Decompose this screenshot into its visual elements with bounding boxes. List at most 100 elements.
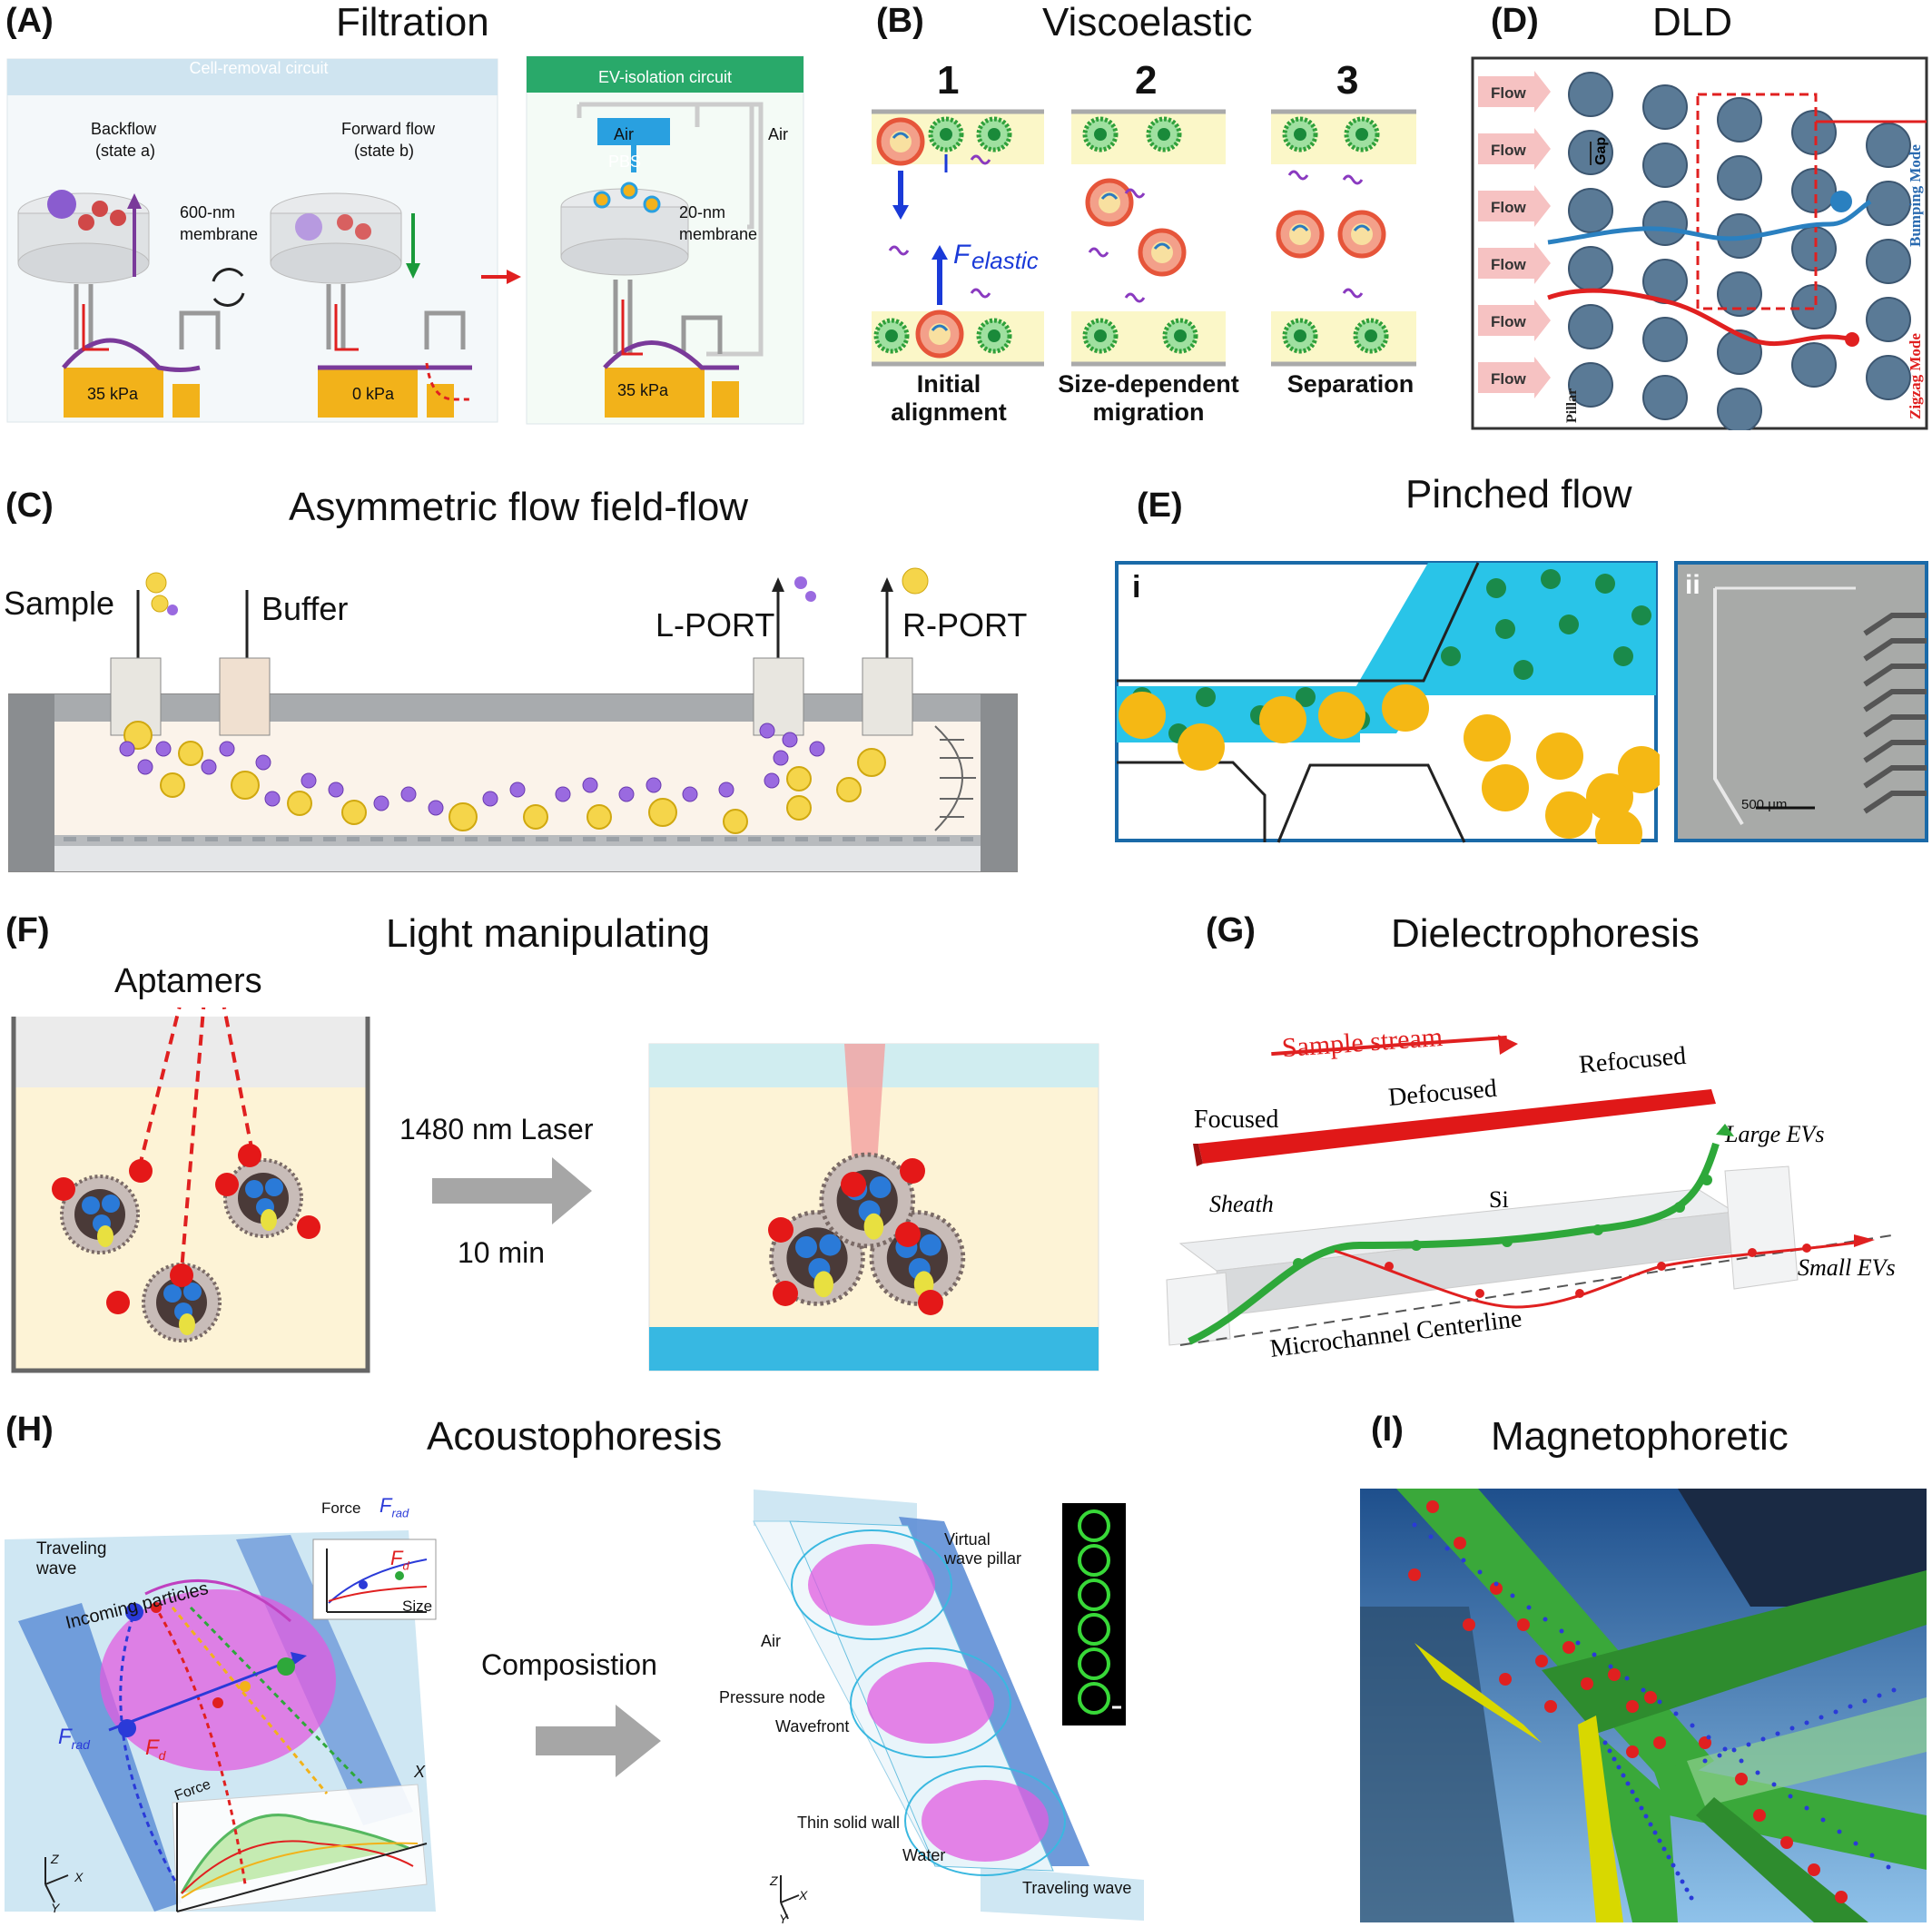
buffer-label: Buffer — [261, 590, 349, 627]
aptamers-label: Aptamers — [114, 962, 262, 1000]
svg-text:Sheath: Sheath — [1209, 1191, 1274, 1217]
membrane-20-label: 20-nm — [679, 203, 726, 221]
pinched-flow-micrograph-ii — [1674, 561, 1928, 842]
panel-e-label: (E) — [1137, 487, 1183, 525]
state-b-label: (state b) — [354, 142, 415, 160]
membrane-600-label: 600-nm — [180, 203, 236, 221]
pressure-35-label: 35 kPa — [87, 385, 139, 403]
membrane-20-label-2: membrane — [679, 225, 758, 243]
frad-legend: Frad — [380, 1494, 409, 1520]
acoustophoresis-diagram-right — [753, 1489, 1144, 1921]
svg-text:Focused: Focused — [1194, 1106, 1278, 1134]
size-axis-label: Size — [402, 1598, 433, 1615]
thin-solid-wall-label: Thin solid wall — [797, 1814, 901, 1832]
panel-c-title: Asymmetric flow field-flow — [289, 485, 749, 529]
panel-f-label: (F) — [5, 911, 50, 949]
svg-text:Gap: Gap — [1593, 137, 1609, 165]
force-axis-label: Force — [321, 1499, 361, 1517]
panel-h-label: (H) — [5, 1411, 54, 1449]
panel-d-title: DLD — [1652, 0, 1733, 44]
air-label-1: Air — [614, 125, 634, 143]
svg-text:F: F — [953, 240, 971, 270]
y-axis-label: Y — [51, 1901, 60, 1915]
viscoelastic-diagram: F elastic — [872, 109, 1416, 367]
separation-label: Separation — [1286, 370, 1414, 398]
acoustophoresis-diagram-left — [5, 1530, 437, 1912]
step-3-number: 3 — [1336, 58, 1359, 103]
svg-text:Flow: Flow — [1491, 256, 1526, 273]
z-axis-label-r: Z — [770, 1873, 778, 1888]
y-axis-label-r: Y — [779, 1912, 788, 1926]
svg-text:Large EVs: Large EVs — [1724, 1121, 1825, 1147]
panel-g-label: (G) — [1206, 911, 1256, 949]
backflow-label: Backflow — [91, 120, 157, 138]
forward-flow-label: Forward flow — [341, 120, 436, 138]
water-label: Water — [902, 1846, 946, 1864]
step-1-number: 1 — [937, 58, 960, 103]
panel-a-left-diagram — [6, 58, 498, 423]
pbs-label: PBS — [608, 152, 642, 171]
frad-label: Frad — [58, 1725, 90, 1752]
panel-a-right-diagram — [526, 55, 804, 425]
air-label-h: Air — [761, 1632, 781, 1650]
svg-text:Refocused: Refocused — [1578, 1042, 1687, 1079]
r-port-label: R-PORT — [902, 606, 1028, 644]
scale-bar-label: 500 μm — [1741, 797, 1788, 812]
fd-legend: Fd — [390, 1547, 409, 1573]
light-manipulating-diagram — [11, 1008, 1099, 1373]
panel-b-title: Viscoelastic — [1042, 0, 1253, 44]
time-label: 10 min — [458, 1236, 546, 1269]
x-axis-label: X — [414, 1763, 426, 1781]
pinched-flow-diagram-i — [1115, 561, 1660, 844]
fd-label: Fd — [145, 1735, 166, 1763]
l-port-label: L-PORT — [656, 606, 775, 644]
z-axis-label: Z — [51, 1852, 59, 1866]
magnetophoretic-diagram — [1360, 1489, 1927, 1922]
svg-text:Flow: Flow — [1491, 84, 1526, 102]
panel-h-title: Acoustophoresis — [427, 1414, 723, 1459]
x-axis-label-2: X — [74, 1870, 84, 1884]
panel-a-title: Filtration — [336, 0, 489, 44]
laser-label: 1480 nm Laser — [399, 1113, 594, 1145]
panel-d-label: (D) — [1491, 2, 1539, 40]
traveling-wave-label-2: Traveling wave — [1022, 1879, 1132, 1897]
svg-text:Zigzag Mode: Zigzag Mode — [1907, 333, 1924, 419]
panel-i-label: (I) — [1371, 1411, 1404, 1449]
svg-text:Flow: Flow — [1491, 142, 1526, 159]
svg-text:Small EVs: Small EVs — [1798, 1254, 1896, 1281]
svg-text:Flow: Flow — [1491, 199, 1526, 216]
svg-text:Pillar: Pillar — [1564, 388, 1580, 423]
panel-e-title: Pinched flow — [1405, 472, 1632, 516]
cell-removal-label: Cell-removal circuit — [189, 59, 329, 77]
svg-text:Bumping Mode: Bumping Mode — [1907, 144, 1924, 247]
membrane-600-label-2: membrane — [180, 225, 259, 243]
sample-label: Sample — [4, 585, 115, 622]
pressure-35-label-2: 35 kPa — [617, 381, 669, 399]
composition-label: Composistion — [481, 1648, 657, 1681]
af4-diagram — [8, 567, 1018, 872]
panel-g-title: Dielectrophoresis — [1391, 911, 1700, 956]
svg-text:Defocused: Defocused — [1387, 1075, 1498, 1112]
panel-f-title: Light manipulating — [386, 911, 711, 956]
subpanel-i-label: i — [1132, 570, 1141, 605]
x-axis-label-r: X — [799, 1888, 808, 1902]
panel-b-label: (B) — [876, 2, 924, 40]
pressure-node-label: Pressure node — [719, 1688, 826, 1706]
svg-text:elastic: elastic — [971, 247, 1039, 274]
svg-text:Flow: Flow — [1491, 313, 1526, 330]
ev-isolation-label: EV-isolation circuit — [597, 68, 733, 86]
composition-arrow — [536, 1705, 661, 1777]
panel-i-title: Magnetophoretic — [1491, 1414, 1789, 1459]
panel-a-label: (A) — [5, 2, 54, 40]
wavefront-label: Wavefront — [775, 1717, 850, 1735]
arrow-a — [481, 270, 521, 284]
air-label-2: Air — [768, 125, 788, 143]
svg-text:Si: Si — [1489, 1186, 1509, 1213]
subpanel-ii-label: ii — [1685, 570, 1700, 600]
svg-text:Sample stream: Sample stream — [1281, 1022, 1444, 1063]
pressure-0-label: 0 kPa — [352, 385, 395, 403]
dielectrophoresis-diagram: Sample stream Focused Defocused Refocuse… — [1166, 1022, 1898, 1357]
